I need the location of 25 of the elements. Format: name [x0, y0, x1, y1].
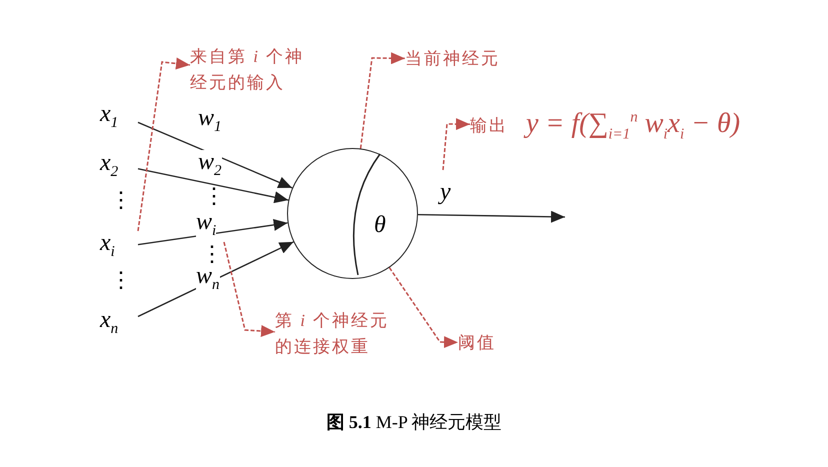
annotation-text: 来自第 i 个神经元的输入 — [190, 44, 318, 100]
arrow — [138, 168, 289, 204]
threshold-symbol: θ — [374, 213, 386, 237]
neuron-circle — [287, 148, 418, 279]
leader-line — [360, 52, 406, 149]
arrow — [418, 210, 566, 223]
leader-line — [223, 242, 276, 337]
caption: 图 5.1 M-P 神经元模型 — [326, 412, 502, 432]
input-label: x$_{2}$ — [100, 151, 138, 181]
leader-line — [442, 118, 470, 170]
arrow — [138, 122, 292, 188]
ellipsis-mark: ⋮ — [110, 270, 132, 292]
leader-line — [137, 58, 190, 232]
input-label: x$_{n}$ — [100, 308, 138, 338]
input-label: x$_{i}$ — [100, 231, 138, 261]
ellipsis-mark: ⋮ — [203, 186, 225, 208]
output-formula: y = f(∑$_{i=1}$$^{n}$ w$_{i}$x$_{i}$ − θ) — [526, 110, 740, 142]
leader-line — [388, 267, 458, 348]
annotation-text: 阈值 — [458, 330, 512, 356]
ellipsis-mark: ⋮ — [110, 190, 132, 212]
annotation-text: 第 i 个神经元的连接权重 — [275, 308, 405, 364]
ellipsis-mark: ⋮ — [201, 244, 223, 266]
annotation-text: 当前神经元 — [405, 46, 515, 72]
input-label: x$_{1}$ — [100, 102, 138, 132]
annotation-text: 输出 — [470, 115, 508, 137]
